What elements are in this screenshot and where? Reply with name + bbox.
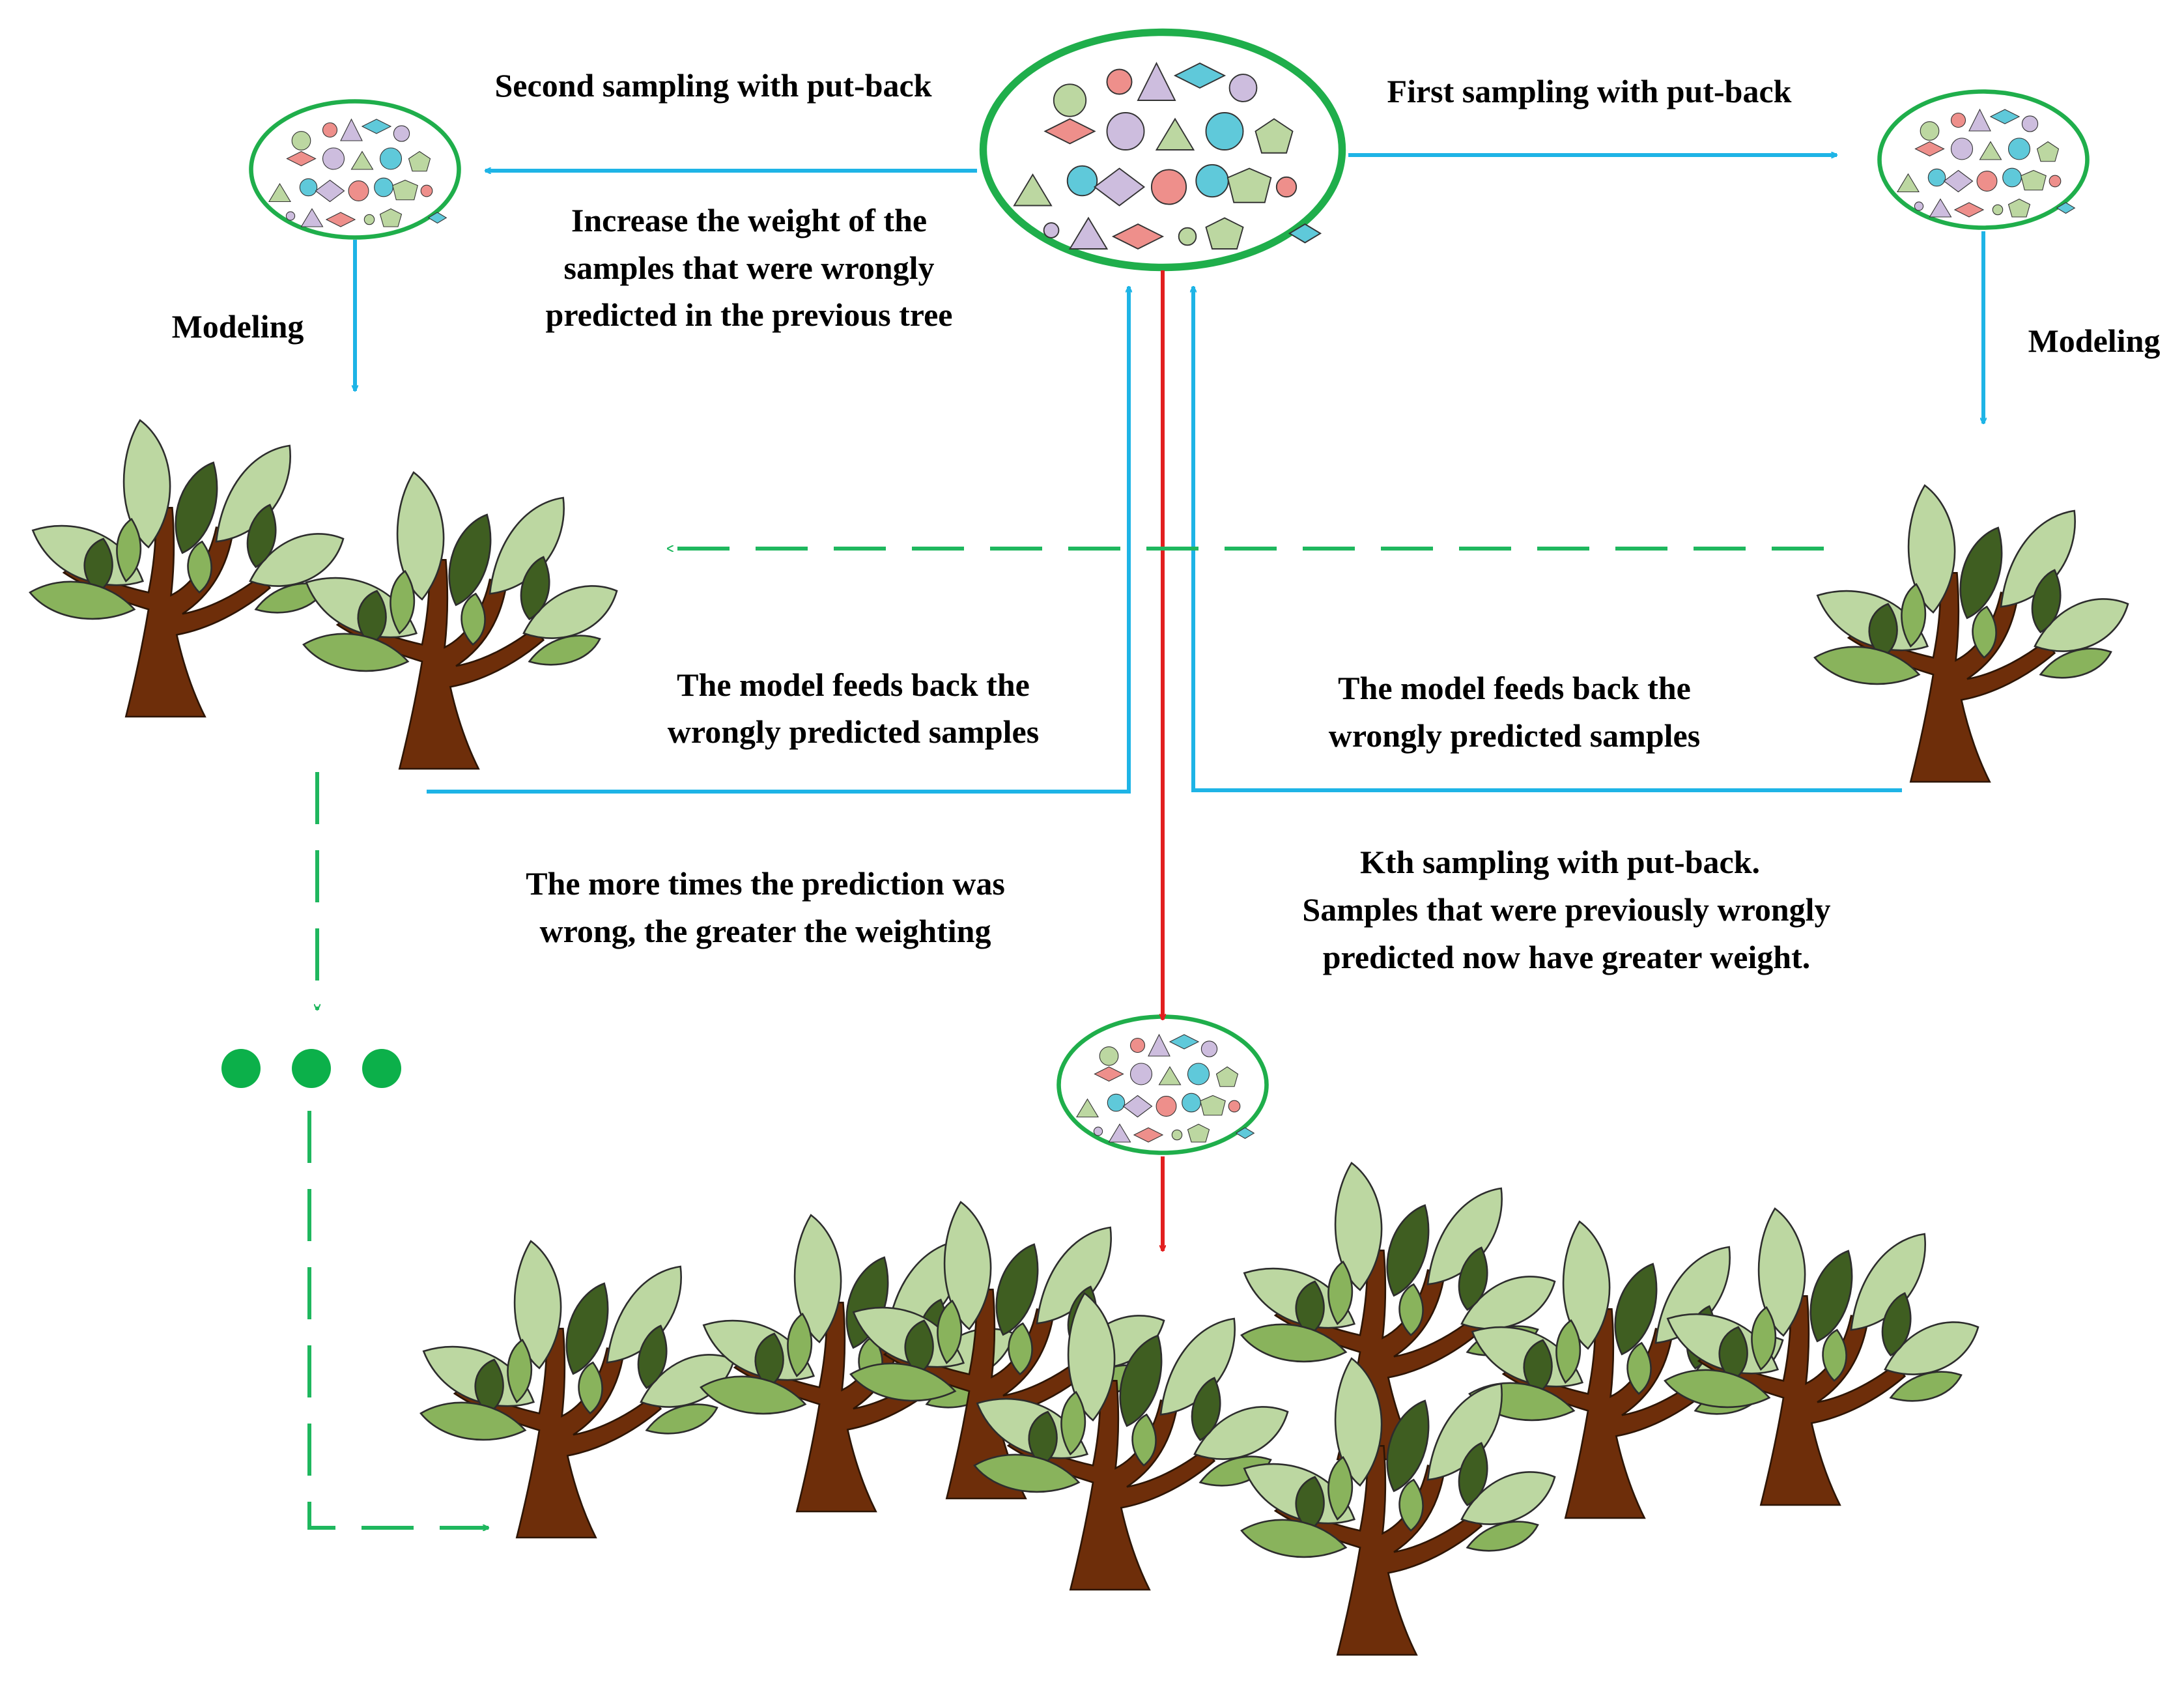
feedback-right-line-2: wrongly predicted samples bbox=[1329, 717, 1700, 754]
more-wrong-line-2: wrong, the greater the weighting bbox=[540, 913, 991, 949]
to-forest-dashed-arrow bbox=[307, 1111, 489, 1528]
kth-sampling-line-1: Kth sampling with put-back. bbox=[1360, 844, 1760, 880]
more-wrong-line-1: The more times the prediction was bbox=[526, 865, 1005, 902]
feedback-left-line-2: wrongly predicted samples bbox=[668, 713, 1039, 750]
increase-weight-line-2: samples that were wrongly bbox=[564, 250, 935, 286]
feedback-left-line-1: The model feeds back the bbox=[677, 666, 1030, 703]
kth-sample-set bbox=[1059, 1017, 1267, 1153]
modeling-left-label: Modeling bbox=[172, 308, 304, 345]
feedback-right-line-1: The model feeds back the bbox=[1338, 670, 1691, 706]
forest-tree-1 bbox=[419, 1240, 735, 1539]
feedback-left-arrow bbox=[427, 287, 1129, 794]
ellipsis-dot bbox=[362, 1049, 401, 1088]
second-sample-set bbox=[251, 102, 459, 238]
ellipsis-dot bbox=[292, 1049, 331, 1088]
kth-sampling-line-3: predicted now have greater weight. bbox=[1323, 939, 1811, 975]
first-sampling-label: First sampling with put-back bbox=[1387, 73, 1792, 109]
modeling-right-label: Modeling bbox=[2028, 322, 2161, 359]
ellipsis-dot bbox=[221, 1049, 261, 1088]
tree-second-b bbox=[302, 471, 618, 770]
feedback-right-arrow bbox=[1193, 287, 1902, 792]
increase-weight-line-3: predicted in the previous tree bbox=[546, 296, 953, 333]
second-sampling-label: Second sampling with put-back bbox=[495, 67, 932, 104]
first-sample-set bbox=[1880, 92, 2088, 228]
kth-sampling-line-2: Samples that were previously wrongly bbox=[1302, 891, 1830, 928]
original-sample-set bbox=[984, 33, 1342, 268]
tree-second-a bbox=[29, 419, 345, 718]
tree-first bbox=[1813, 484, 2129, 783]
increase-weight-line-1: Increase the weight of the bbox=[571, 202, 927, 238]
